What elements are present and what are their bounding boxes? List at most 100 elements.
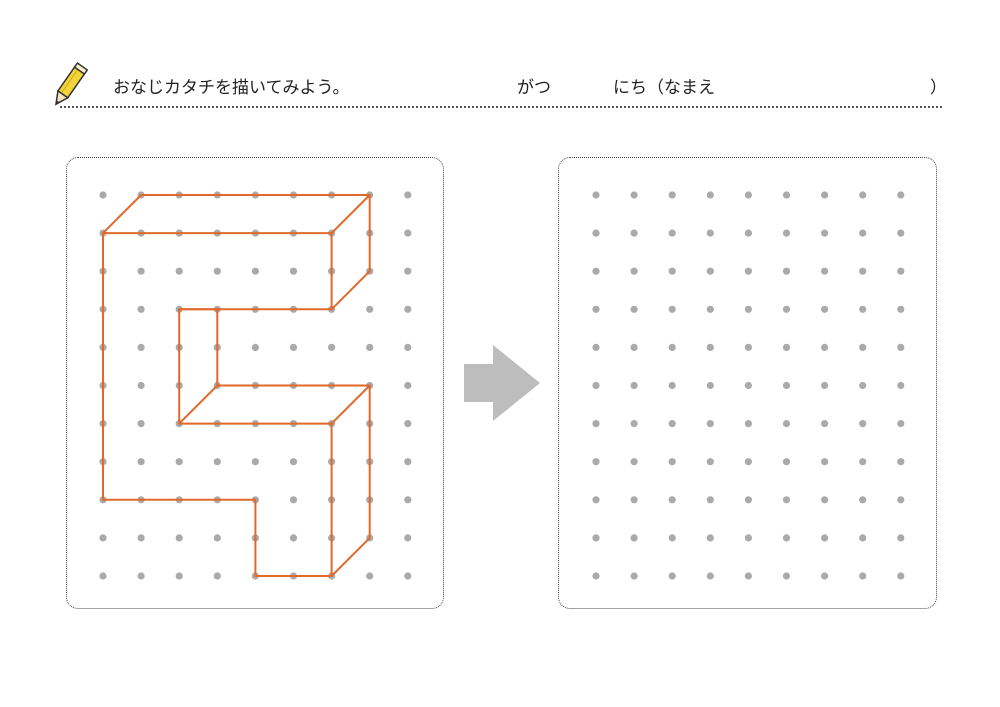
grid-dot bbox=[821, 534, 829, 542]
grid-dot bbox=[630, 229, 638, 237]
grid-dot bbox=[137, 305, 145, 313]
grid-dot bbox=[592, 267, 600, 275]
grid-dot bbox=[289, 534, 298, 542]
grid-dot bbox=[897, 305, 905, 313]
grid-dot bbox=[630, 343, 638, 351]
grid-dot bbox=[706, 420, 714, 428]
grid-dot bbox=[897, 572, 905, 580]
grid-dot bbox=[744, 572, 753, 580]
grid-dot bbox=[668, 343, 676, 351]
grid-dot bbox=[668, 572, 676, 580]
grid-dot bbox=[213, 267, 221, 275]
grid-dot bbox=[706, 496, 714, 504]
grid-dot bbox=[630, 305, 638, 313]
grid-dot bbox=[668, 496, 676, 504]
grid-dot bbox=[821, 420, 829, 428]
grid-dot bbox=[404, 458, 412, 466]
grid-dot bbox=[821, 229, 829, 237]
grid-dot bbox=[859, 420, 867, 428]
grid-dot bbox=[706, 572, 714, 580]
grid-dot bbox=[404, 534, 412, 542]
grid-dot bbox=[859, 572, 867, 580]
grid-dot bbox=[251, 343, 259, 351]
grid-dot bbox=[782, 458, 791, 466]
grid-dot bbox=[289, 343, 298, 351]
grid-dot bbox=[630, 572, 638, 580]
grid-dot bbox=[404, 305, 412, 313]
grid-dot bbox=[782, 229, 791, 237]
grid-dot bbox=[897, 534, 905, 542]
grid-dot bbox=[821, 267, 829, 275]
grid-dot bbox=[251, 267, 259, 275]
grid-dot bbox=[897, 343, 905, 351]
grid-dot bbox=[859, 305, 867, 313]
grid-dot bbox=[668, 458, 676, 466]
grid-dot bbox=[404, 572, 412, 580]
grid-dot bbox=[897, 229, 905, 237]
header-dotted-rule bbox=[60, 106, 942, 108]
grid-dot bbox=[744, 496, 753, 504]
grid-dot bbox=[668, 534, 676, 542]
grid-dot bbox=[859, 381, 867, 390]
grid-dot bbox=[821, 496, 829, 504]
grid-dot bbox=[630, 420, 638, 428]
grid-dot bbox=[137, 343, 145, 351]
grid-dot bbox=[782, 191, 791, 199]
grid-dot bbox=[366, 305, 374, 313]
grid-dot bbox=[404, 381, 412, 390]
grid-dot bbox=[897, 496, 905, 504]
grid-dot bbox=[137, 572, 145, 580]
grid-dot bbox=[706, 343, 714, 351]
grid-dot bbox=[213, 572, 221, 580]
grid-dot bbox=[175, 267, 183, 275]
figure-edge bbox=[330, 194, 371, 235]
grid-dot bbox=[782, 534, 791, 542]
pencil-icon bbox=[54, 62, 88, 106]
grid-dot bbox=[366, 343, 374, 351]
grid-dot bbox=[366, 572, 374, 580]
grid-dot bbox=[592, 343, 600, 351]
grid-dot bbox=[99, 572, 107, 580]
grid-dot bbox=[744, 381, 753, 390]
grid-dot bbox=[137, 458, 145, 466]
grid-dot bbox=[859, 496, 867, 504]
grid-dot bbox=[404, 267, 412, 275]
drawing-panel[interactable] bbox=[558, 157, 937, 609]
grid-dot bbox=[213, 458, 221, 466]
drawing-dot-grid[interactable] bbox=[592, 191, 905, 580]
grid-dot bbox=[592, 191, 600, 199]
grid-dot bbox=[99, 534, 107, 542]
grid-dot bbox=[289, 458, 298, 466]
day-name-label: にち（なまえ bbox=[613, 78, 715, 98]
grid-dot bbox=[821, 458, 829, 466]
grid-dot bbox=[630, 496, 638, 504]
figure-edge bbox=[102, 194, 143, 235]
grid-dot bbox=[897, 458, 905, 466]
grid-dot bbox=[782, 267, 791, 275]
grid-dot bbox=[137, 267, 145, 275]
grid-dot bbox=[782, 305, 791, 313]
grid-dot bbox=[592, 572, 600, 580]
arrow-right-icon bbox=[464, 345, 540, 421]
grid-dot bbox=[137, 420, 145, 428]
grid-dot bbox=[706, 381, 714, 390]
name-field-close-paren: ） bbox=[930, 78, 947, 98]
grid-dot bbox=[744, 305, 753, 313]
grid-dot bbox=[706, 534, 714, 542]
grid-dot bbox=[744, 267, 753, 275]
grid-dot bbox=[706, 267, 714, 275]
grid-dot bbox=[897, 381, 905, 390]
grid-dot bbox=[592, 420, 600, 428]
grid-dot bbox=[630, 267, 638, 275]
grid-dot bbox=[592, 305, 600, 313]
grid-dot bbox=[213, 534, 221, 542]
grid-dot bbox=[404, 420, 412, 428]
grid-dot bbox=[821, 191, 829, 199]
model-panel bbox=[66, 157, 444, 609]
grid-dot bbox=[668, 381, 676, 390]
figure-edge bbox=[330, 384, 371, 425]
grid-dot bbox=[137, 381, 145, 390]
grid-dot bbox=[251, 458, 259, 466]
figure-edge bbox=[178, 384, 219, 425]
